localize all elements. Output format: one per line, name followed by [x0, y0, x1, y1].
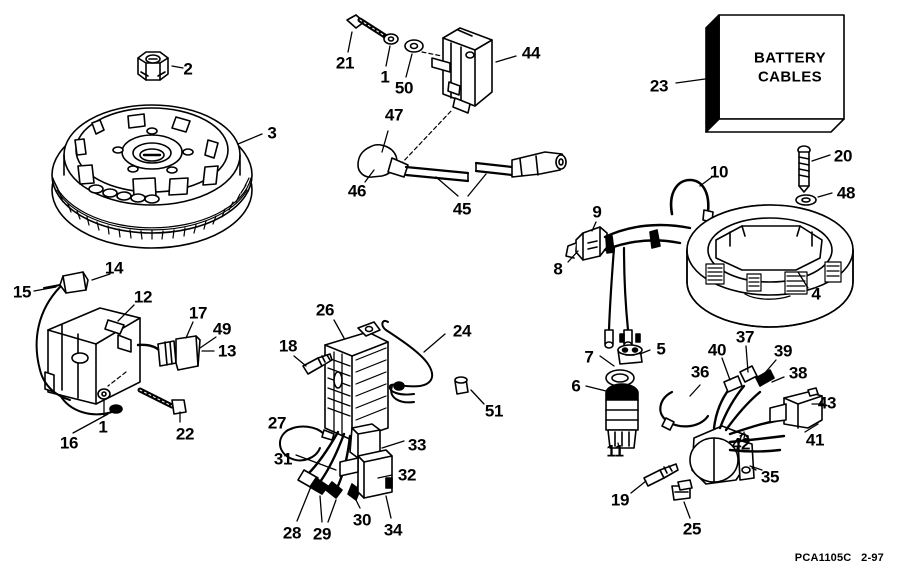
document-id: PCA1105C 2-97 [794, 552, 884, 564]
callout-sensor-lead: 39 [773, 341, 793, 361]
callout-sensor-lead: 40 [707, 340, 727, 360]
callout-lead-terminal: 46 [347, 181, 367, 201]
callout-cap: 5 [656, 339, 666, 359]
callout-coil-ground-wire: 16 [59, 433, 79, 453]
callout-ignition-coil: 44 [521, 43, 541, 63]
callout-flat-washer: 50 [394, 78, 414, 98]
timer-base-art [689, 365, 823, 485]
callout-timer-base: 35 [760, 467, 780, 487]
callout-battery-cables: 23 [649, 76, 669, 96]
power-pack-art [324, 321, 389, 441]
sensor-tie-strap-art [659, 390, 710, 431]
callout-terminal-sleeve: 49 [212, 319, 232, 339]
flywheel-art [51, 104, 253, 249]
callout-ground-lead: 15 [12, 282, 32, 302]
power-pack-harness-art [297, 423, 393, 501]
callout-o-ring: 7 [584, 347, 594, 367]
spark-plug-lead-art [357, 144, 567, 183]
callout-terminal-clip: 14 [104, 258, 124, 278]
callout-coil-boot: 17 [188, 303, 208, 323]
callout-flywheel: 3 [267, 123, 277, 143]
battery-cables-label: BATTERY CABLES [754, 49, 826, 85]
callout-harness-lead: 31 [273, 449, 293, 469]
callout-connector-pin: 32 [397, 465, 417, 485]
callout-lock-washer: 1 [98, 417, 108, 437]
callout-sensor-housing: 6 [571, 376, 581, 396]
callout-grommet: 51 [484, 401, 504, 421]
callout-sensor-lead: 38 [788, 363, 808, 383]
callout-flywheel-nut: 2 [183, 59, 193, 79]
callout-ground-harness: 24 [452, 321, 472, 341]
callout-screw: 21 [335, 53, 355, 73]
stator-screw-art [797, 145, 811, 193]
callout-lock-washer: 1 [380, 67, 390, 87]
stator-connector-art [565, 223, 692, 349]
flat-washer-art [404, 39, 424, 53]
coil-screw-art [346, 14, 391, 41]
stator-art [686, 204, 854, 328]
coil-screw-lower-art [137, 387, 187, 415]
callout-connector: 43 [817, 393, 837, 413]
sensor-screw-25-art [671, 479, 693, 501]
callout-high-tension-leads: 45 [452, 199, 472, 219]
callout-connector: 8 [553, 259, 563, 279]
stator-washer-art [795, 194, 817, 206]
lock-washer-art [383, 33, 399, 45]
ignition-coil-assembly-art [35, 271, 201, 416]
callout-connector-body: 34 [383, 520, 403, 540]
callout-sensor-lead: 37 [735, 327, 755, 347]
ignition-coil-art [431, 27, 493, 114]
callout-terminal-lead: 30 [352, 510, 372, 530]
tie-strap-art [669, 178, 714, 223]
callout-stator-washer: 48 [836, 183, 856, 203]
flywheel-nut-art [137, 51, 169, 81]
callout-ignition-coil-assembly: 12 [133, 287, 153, 307]
power-pack-screw-art [302, 353, 333, 375]
callout-connector-body: 9 [592, 202, 602, 222]
callout-connector-housing: 33 [407, 435, 427, 455]
callout-sensor-lead: 42 [731, 434, 751, 454]
callout-jumper-lead: 27 [267, 413, 287, 433]
callout-coil-screw: 22 [175, 424, 195, 444]
coil-lock-washer-art [97, 388, 111, 400]
callout-connector-body: 41 [805, 430, 825, 450]
callout-terminal-lead: 28 [282, 523, 302, 543]
battery-cables-box-art [705, 14, 845, 133]
callout-sensor-body: 11 [606, 441, 624, 461]
callout-power-pack: 26 [315, 300, 335, 320]
ground-harness-art [381, 320, 434, 404]
callout-screw: 25 [682, 519, 702, 539]
callout-terminal-leads: 29 [312, 524, 332, 544]
callout-tie-strap: 36 [690, 362, 710, 382]
callout-spark-plug-boot: 47 [384, 105, 404, 125]
callout-stator-screw: 20 [833, 146, 853, 166]
grommet-art [454, 376, 469, 395]
callout-tie-strap: 10 [709, 162, 729, 182]
callout-coil-terminal: 13 [217, 341, 237, 361]
callout-stator-assembly: 4 [811, 284, 821, 304]
sensor-stack-art [605, 333, 643, 449]
callout-screw: 19 [610, 490, 630, 510]
callout-power-pack-screw: 18 [278, 336, 298, 356]
sensor-screw-19-art [643, 463, 679, 487]
